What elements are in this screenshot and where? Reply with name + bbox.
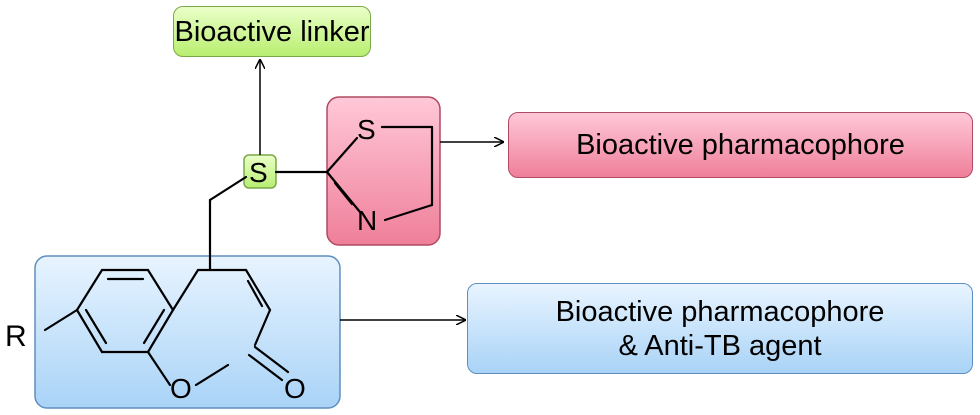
ring-oxygen-atom: O [170,373,192,404]
ring-nitrogen-atom: N [357,205,377,236]
r-group-label: R [5,320,27,353]
bioactive-pharmacophore-box: Bioactive pharmacophore [508,112,973,178]
coumarin-highlight [34,255,341,409]
anti-tb-agent-box: Bioactive pharmacophore & Anti-TB agent [467,283,973,374]
linker-sulfur-atom: S [249,157,268,188]
carbonyl-oxygen-atom: O [284,373,306,404]
arrows [260,60,503,320]
bioactive-linker-label: Bioactive linker [174,15,370,48]
thiazoline-highlight [326,96,441,246]
bioactive-linker-box: Bioactive linker [173,6,371,57]
ring-sulfur-atom: S [357,114,376,145]
bonds [43,125,434,387]
anti-tb-label-line2: & Anti-TB agent [618,329,822,362]
bioactive-pharmacophore-label: Bioactive pharmacophore [576,129,905,161]
anti-tb-label-line1: Bioactive pharmacophore [555,295,885,328]
